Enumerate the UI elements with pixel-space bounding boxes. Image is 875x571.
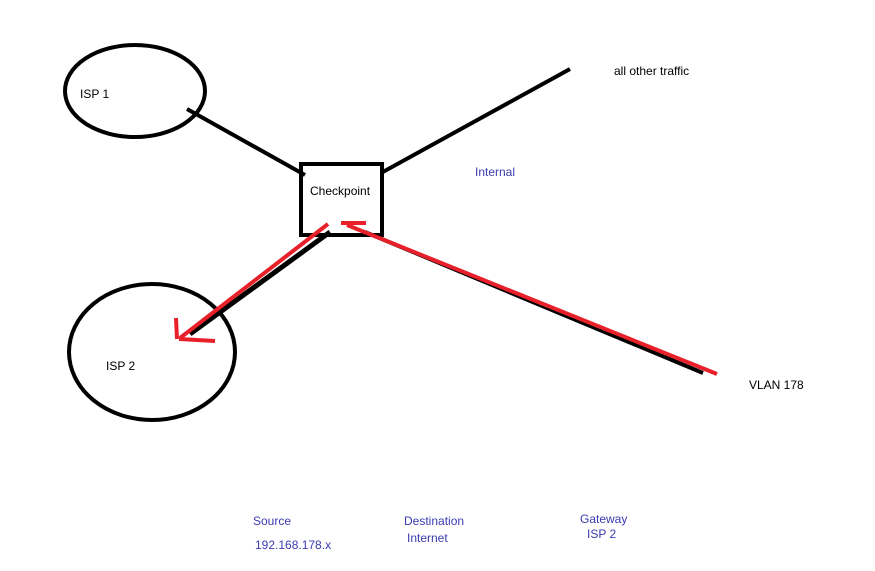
isp1-cloud (63, 43, 207, 139)
link-checkpoint-isp2 (188, 229, 332, 337)
route-checkpoint-to-isp2 (178, 222, 330, 340)
checkpoint-box (299, 162, 384, 237)
rule-source-header: Source (253, 514, 292, 528)
isp2-label: ISP 2 (106, 359, 136, 373)
rule-source-value: 192.168.178.x (255, 538, 332, 552)
isp2-cloud (67, 282, 237, 422)
isp1-label: ISP 1 (80, 87, 110, 101)
internal-label: Internal (475, 165, 516, 179)
rule-gateway-header: Gateway (580, 512, 628, 526)
rule-gateway-value: ISP 2 (587, 527, 617, 541)
all-other-traffic-label: all other traffic (614, 64, 690, 78)
rule-destination-value: Internet (407, 531, 448, 545)
link-checkpoint-internal (380, 67, 571, 175)
route-vlan-to-checkpoint (346, 223, 718, 376)
vlan-label: VLAN 178 (749, 378, 804, 392)
route-arrowhead-isp2-horizontal (178, 337, 216, 343)
checkpoint-label: Checkpoint (310, 184, 371, 198)
link-isp1-checkpoint (186, 107, 306, 177)
rule-destination-header: Destination (404, 514, 465, 528)
route-arrowhead-isp2-vertical (174, 317, 179, 340)
